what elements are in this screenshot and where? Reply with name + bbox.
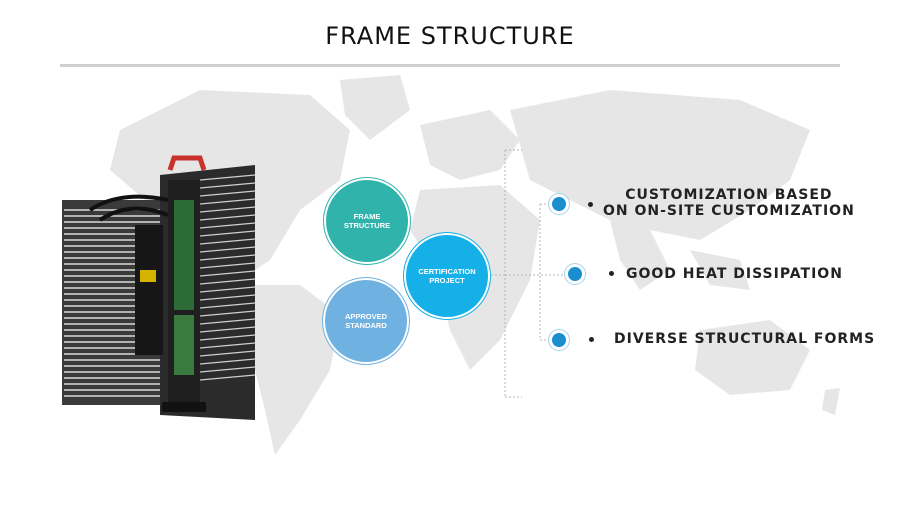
approved-circle-line1: APPROVED: [344, 312, 388, 321]
feature-1-line1: CUSTOMIZATION BASED: [625, 187, 833, 203]
feature-customization: CUSTOMIZATION BASED ON ON-SITE CUSTOMIZA…: [603, 187, 855, 219]
bullet-icon: [609, 271, 614, 276]
led-panel-image: [62, 155, 255, 420]
bullet-icon: [588, 202, 593, 207]
frame-circle-line2: STRUCTURE: [343, 221, 391, 230]
feature-1-line2: ON ON-SITE CUSTOMIZATION: [603, 203, 855, 219]
cert-circle-line1: CERTIFICATION: [418, 267, 476, 276]
approved-circle-line2: STANDARD: [345, 321, 387, 330]
feature-structural-forms: DIVERSE STRUCTURAL FORMS: [614, 331, 875, 347]
page-title: FRAME STRUCTURE: [325, 22, 575, 50]
feature-heat-dissipation: GOOD HEAT DISSIPATION: [626, 266, 843, 282]
cert-circle-line2: PROJECT: [429, 276, 465, 285]
frame-circle-line1: FRAME: [353, 212, 381, 221]
feature-3-line1: DIVERSE STRUCTURAL FORMS: [614, 331, 876, 347]
bullet-icon: [589, 337, 594, 342]
title-divider: [60, 64, 840, 67]
feature-dot-1: [552, 197, 566, 211]
feature-2-line1: GOOD HEAT DISSIPATION: [626, 266, 843, 282]
feature-dot-2: [568, 267, 582, 281]
feature-dot-3: [552, 333, 566, 347]
